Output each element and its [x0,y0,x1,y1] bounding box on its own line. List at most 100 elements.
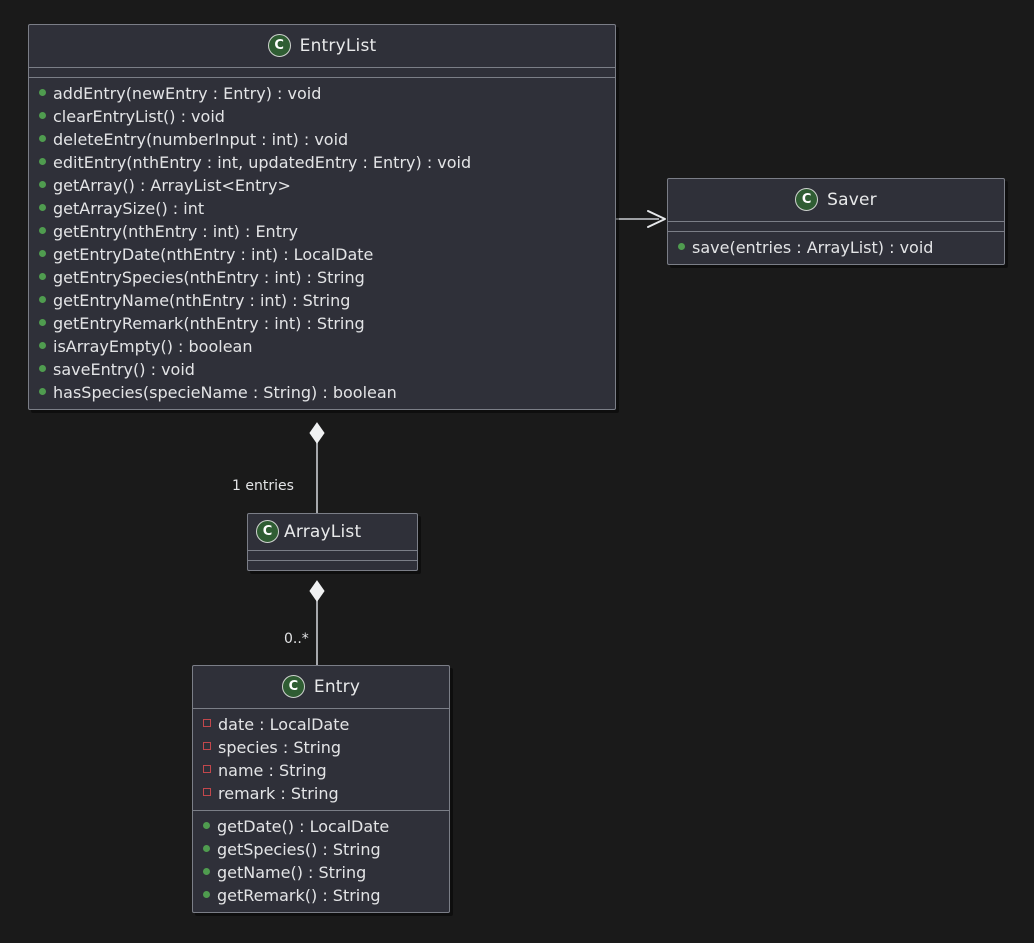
public-marker-icon [39,365,46,372]
method-row[interactable]: getArray() : ArrayList<Entry> [29,174,615,197]
method-label: getEntryName(nthEntry : int) : String [53,291,351,310]
class-box-saver[interactable]: C Saver save(entries : ArrayList) : void [667,178,1005,265]
class-title: EntryList [299,35,377,56]
method-label: clearEntryList() : void [53,107,225,126]
class-header-entrylist: C EntryList [29,25,615,68]
method-label: getName() : String [217,863,367,882]
method-row[interactable]: getName() : String [193,861,449,884]
attributes-compartment-arraylist [248,551,417,560]
class-badge-icon: C [267,34,291,57]
method-row[interactable]: saveEntry() : void [29,358,615,381]
public-marker-icon [39,296,46,303]
method-row[interactable]: getEntrySpecies(nthEntry : int) : String [29,266,615,289]
method-row[interactable]: getRemark() : String [193,884,449,907]
method-row[interactable]: deleteEntry(numberInput : int) : void [29,128,615,151]
method-label: getEntrySpecies(nthEntry : int) : String [53,268,365,287]
public-marker-icon [39,273,46,280]
public-marker-icon [203,845,210,852]
attribute-row[interactable]: remark : String [193,782,449,805]
method-label: getEntryRemark(nthEntry : int) : String [53,314,365,333]
class-header-arraylist: C ArrayList [248,514,417,551]
methods-compartment-entrylist: addEntry(newEntry : Entry) : void clearE… [29,77,615,409]
method-label: saveEntry() : void [53,360,195,379]
method-label: addEntry(newEntry : Entry) : void [53,84,322,103]
attribute-label: date : LocalDate [218,715,350,734]
public-marker-icon [39,135,46,142]
private-marker-icon [203,788,211,796]
aggregation-diamond-icon [309,422,325,444]
public-marker-icon [39,89,46,96]
method-label: getArraySize() : int [53,199,205,218]
public-marker-icon [39,204,46,211]
public-marker-icon [203,822,210,829]
public-marker-icon [203,868,210,875]
edge-entrylist-to-arraylist [309,422,325,513]
class-header-entry: C Entry [193,666,449,709]
method-label: getSpecies() : String [217,840,381,859]
attribute-label: species : String [218,738,342,757]
method-row[interactable]: hasSpecies(specieName : String) : boolea… [29,381,615,404]
method-row[interactable]: getEntryName(nthEntry : int) : String [29,289,615,312]
method-row[interactable]: clearEntryList() : void [29,105,615,128]
method-label: deleteEntry(numberInput : int) : void [53,130,349,149]
private-marker-icon [203,719,211,727]
public-marker-icon [39,158,46,165]
attribute-label: remark : String [218,784,339,803]
methods-compartment-arraylist [248,560,417,570]
class-title: Entry [313,676,361,697]
attribute-label: name : String [218,761,327,780]
public-marker-icon [39,388,46,395]
attributes-compartment-entry: date : LocalDate species : String name :… [193,709,449,810]
method-label: getArray() : ArrayList<Entry> [53,176,291,195]
public-marker-icon [39,250,46,257]
methods-compartment-entry: getDate() : LocalDate getSpecies() : Str… [193,810,449,912]
attributes-compartment-entrylist [29,68,615,77]
class-badge-icon: C [795,188,819,211]
method-row[interactable]: getEntryDate(nthEntry : int) : LocalDate [29,243,615,266]
class-title: Saver [827,189,877,210]
edge-arraylist-to-entry [309,580,325,665]
public-marker-icon [39,112,46,119]
public-marker-icon [39,181,46,188]
method-row[interactable]: getDate() : LocalDate [193,815,449,838]
class-header-saver: C Saver [668,179,1004,222]
attribute-row[interactable]: name : String [193,759,449,782]
attribute-row[interactable]: species : String [193,736,449,759]
method-row[interactable]: getArraySize() : int [29,197,615,220]
method-label: getEntry(nthEntry : int) : Entry [53,222,299,241]
method-label: getDate() : LocalDate [217,817,390,836]
private-marker-icon [203,742,211,750]
attributes-compartment-saver [668,222,1004,231]
method-row[interactable]: save(entries : ArrayList) : void [668,236,1004,259]
class-title: ArrayList [284,521,362,542]
edge-label-entries: 1 entries [232,478,294,494]
method-label: editEntry(nthEntry : int, updatedEntry :… [53,153,472,172]
edge-entrylist-to-saver [616,210,666,228]
aggregation-diamond-icon [309,580,325,602]
class-box-entry[interactable]: C Entry date : LocalDate species : Strin… [192,665,450,913]
method-row[interactable]: getSpecies() : String [193,838,449,861]
method-row[interactable]: editEntry(nthEntry : int, updatedEntry :… [29,151,615,174]
method-label: save(entries : ArrayList) : void [692,238,934,257]
method-row[interactable]: isArrayEmpty() : boolean [29,335,615,358]
public-marker-icon [678,243,685,250]
edge-label-multiplicity: 0..* [284,631,309,647]
open-arrowhead-icon [647,210,666,228]
class-box-arraylist[interactable]: C ArrayList [247,513,418,571]
public-marker-icon [203,891,210,898]
private-marker-icon [203,765,211,773]
method-row[interactable]: getEntry(nthEntry : int) : Entry [29,220,615,243]
public-marker-icon [39,227,46,234]
method-label: getEntryDate(nthEntry : int) : LocalDate [53,245,374,264]
public-marker-icon [39,342,46,349]
attribute-row[interactable]: date : LocalDate [193,713,449,736]
class-badge-icon: C [256,520,279,543]
method-label: hasSpecies(specieName : String) : boolea… [53,383,397,402]
method-row[interactable]: addEntry(newEntry : Entry) : void [29,82,615,105]
method-row[interactable]: getEntryRemark(nthEntry : int) : String [29,312,615,335]
methods-compartment-saver: save(entries : ArrayList) : void [668,231,1004,264]
method-label: getRemark() : String [217,886,381,905]
class-box-entrylist[interactable]: C EntryList addEntry(newEntry : Entry) :… [28,24,616,410]
class-badge-icon: C [281,675,305,698]
